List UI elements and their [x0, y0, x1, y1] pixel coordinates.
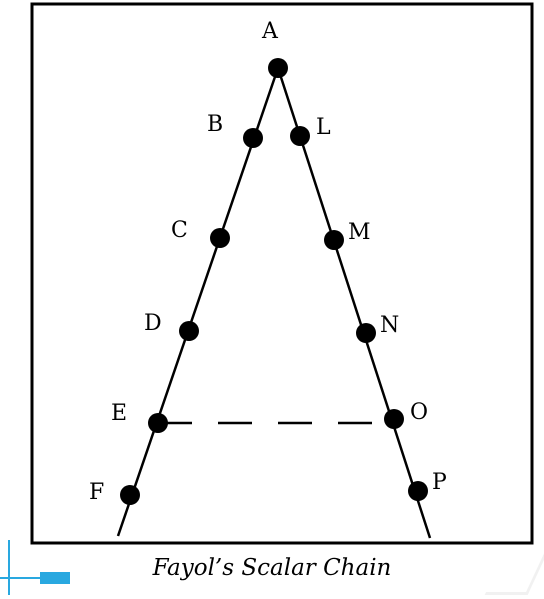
corner-accent-horizontal	[0, 577, 40, 579]
node-label-f: F	[89, 480, 104, 505]
node-n	[356, 323, 376, 343]
node-label-e: E	[111, 401, 127, 426]
node-label-b: B	[207, 112, 223, 137]
node-f	[120, 485, 140, 505]
node-p	[408, 481, 428, 501]
figure-frame	[30, 2, 534, 545]
node-o	[384, 409, 404, 429]
node-m	[324, 230, 344, 250]
node-b	[243, 128, 263, 148]
node-label-d: D	[144, 311, 162, 336]
node-label-n: N	[380, 313, 399, 338]
figure-caption: Fayol’s Scalar Chain	[152, 555, 392, 581]
node-label-a: A	[261, 19, 279, 44]
node-d	[179, 321, 199, 341]
node-label-c: C	[171, 218, 188, 243]
corner-accent-vertical	[8, 540, 10, 595]
node-e	[148, 413, 168, 433]
node-c	[210, 228, 230, 248]
node-label-o: O	[410, 400, 428, 425]
node-label-m: M	[348, 220, 371, 245]
node-l	[290, 126, 310, 146]
node-a	[268, 58, 288, 78]
corner-accent-block	[40, 572, 70, 584]
right-chain-line	[276, 67, 432, 539]
node-label-l: L	[316, 115, 331, 140]
node-label-p: P	[432, 470, 447, 495]
